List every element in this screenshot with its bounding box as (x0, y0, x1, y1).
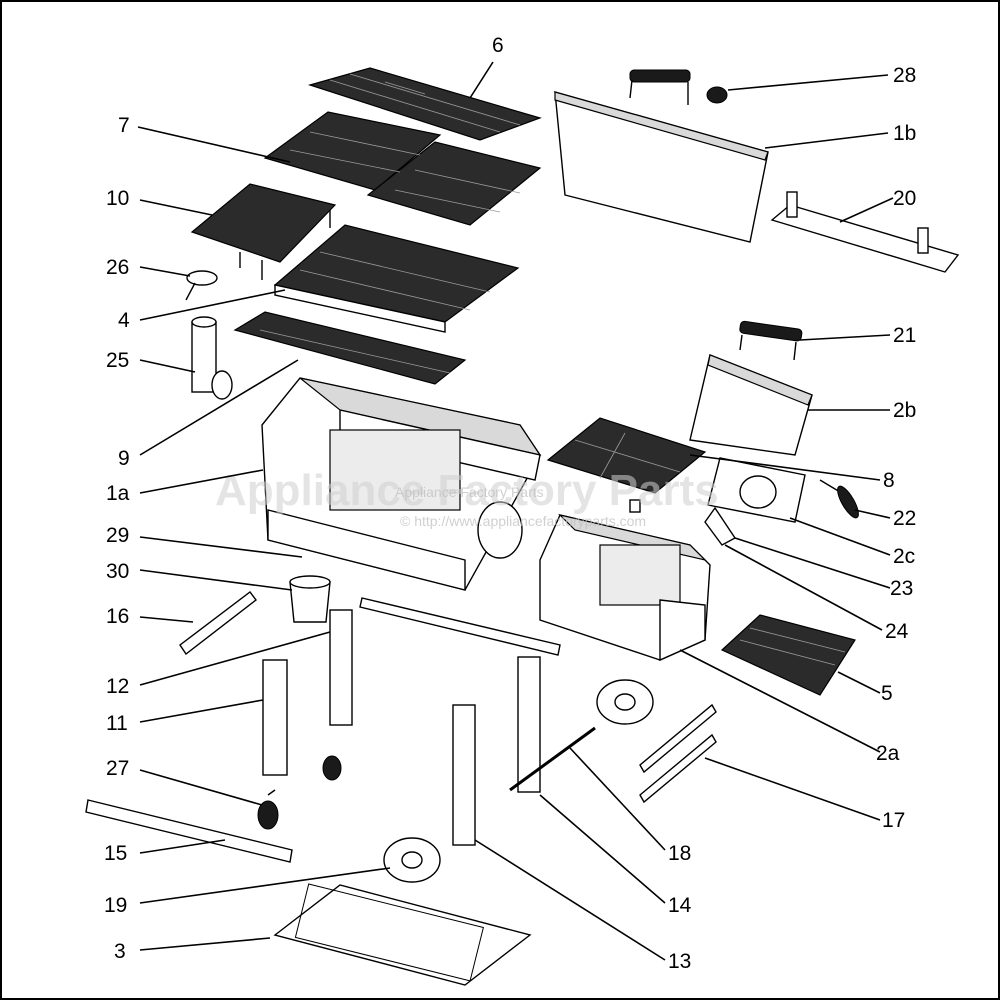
callout-13: 13 (668, 950, 691, 973)
part-12-leg (322, 609, 353, 781)
part-30-grease-bucket (289, 575, 331, 623)
callout-27: 27 (106, 757, 129, 780)
callout-4: 4 (118, 309, 130, 332)
callout-1b: 1b (893, 122, 916, 145)
callout-8: 8 (883, 469, 895, 492)
callout-24: 24 (885, 620, 909, 643)
part-26-thermometer (185, 270, 218, 301)
part-1b-main-lid (554, 91, 769, 243)
callout-9: 9 (118, 447, 130, 470)
watermark-url: © http://www.appliancefactoryparts.com (400, 513, 646, 529)
part-front-crossbar (359, 597, 561, 656)
part-8-side-grate (546, 417, 707, 494)
part-16-bracket (179, 591, 257, 656)
callout-22: 22 (893, 507, 916, 530)
part-7-cooking-grates (263, 111, 542, 226)
callout-3: 3 (114, 940, 126, 963)
callout-21: 21 (893, 324, 916, 347)
part-22-damper-knob (819, 479, 859, 519)
callout-11: 11 (106, 712, 128, 735)
part-wheel-right (596, 679, 654, 725)
part-20-lid-rail (770, 191, 960, 273)
leader-lines (137, 61, 894, 961)
part-5-charcoal-basket (720, 614, 856, 696)
watermark-sub: Appliance Factory Parts (395, 484, 544, 500)
callout-5: 5 (881, 682, 893, 705)
callout-2c: 2c (893, 545, 915, 568)
callout-10: 10 (106, 187, 129, 210)
watermark: Appliance Factory Parts Appliance Factor… (215, 466, 719, 529)
callout-26: 26 (106, 256, 129, 279)
callout-6: 6 (492, 34, 504, 57)
part-10-side-rack (190, 183, 337, 280)
part-17-brackets (639, 703, 717, 804)
part-27-caster (257, 789, 279, 830)
watermark-main: Appliance Factory Parts (215, 466, 719, 515)
callout-2a: 2a (876, 742, 900, 765)
part-2a-side-firebox (539, 513, 711, 662)
callout-7: 7 (118, 114, 130, 137)
part-14-leg (517, 656, 541, 793)
callout-25: 25 (106, 349, 129, 372)
part-21-handle (739, 320, 803, 361)
callout-1a: 1a (106, 482, 130, 505)
callout-17: 17 (882, 809, 905, 832)
callout-28: 28 (893, 64, 916, 87)
callout-2b: 2b (893, 399, 916, 422)
part-3-bottom-shelf (273, 883, 532, 986)
callout-12: 12 (106, 675, 129, 698)
part-11-leg (262, 659, 288, 776)
callout-15: 15 (104, 842, 127, 865)
part-13-leg (452, 704, 476, 846)
part-4-main-grate (273, 224, 520, 333)
callout-20: 20 (893, 187, 916, 210)
part-19-wheel (383, 837, 441, 883)
callout-labels: 6 7 10 26 4 25 9 1a 29 30 16 12 11 27 15… (104, 34, 916, 973)
part-28-handle (629, 69, 728, 105)
callout-30: 30 (106, 560, 129, 583)
callout-18: 18 (668, 842, 691, 865)
callout-29: 29 (106, 524, 129, 547)
part-25-chimney (191, 316, 233, 400)
callout-16: 16 (106, 605, 129, 628)
part-9-lower-rack (233, 311, 467, 385)
callout-23: 23 (890, 577, 913, 600)
part-2b-side-lid (689, 354, 813, 456)
part-2c-damper-plate (707, 457, 806, 523)
part-1a-main-firebox (261, 377, 542, 591)
part-6-warming-rack (307, 67, 542, 141)
callout-14: 14 (668, 894, 692, 917)
part-15-crossbar (85, 799, 293, 863)
callout-19: 19 (104, 894, 127, 917)
part-18-axle (509, 726, 596, 792)
